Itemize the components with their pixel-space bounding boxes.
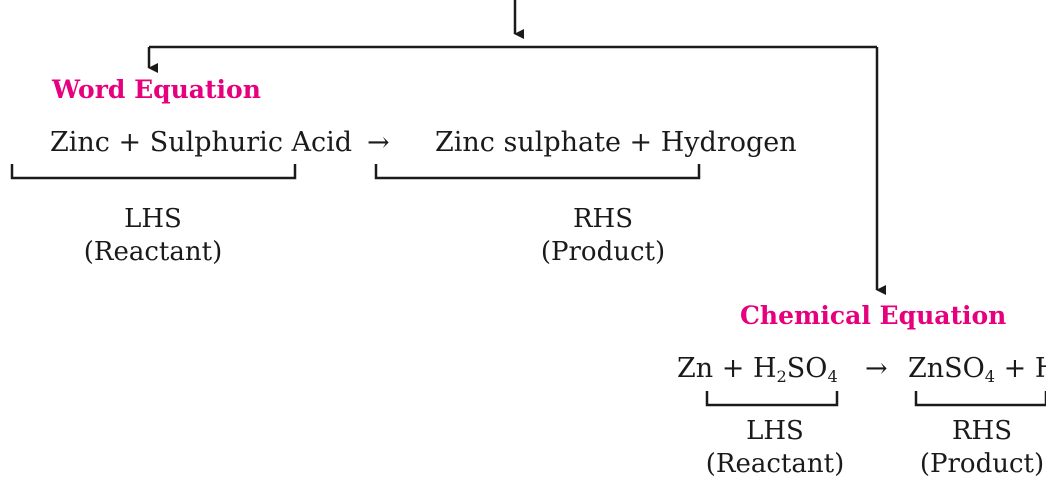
chem-rhs-bracket	[916, 391, 1046, 405]
chem-h2-subscript: 2	[776, 367, 786, 386]
chem-znso: ZnSO	[908, 353, 985, 384]
chem-znso4-subscript: 4	[985, 367, 995, 386]
word-rhs-sub: (Product)	[541, 236, 665, 269]
word-rhs-label: RHS	[541, 203, 665, 236]
word-lhs-label: LHS	[84, 203, 222, 236]
chem-lhs-formula: Zn + H2SO4	[677, 355, 838, 382]
word-lhs-bracket	[12, 164, 295, 178]
chem-lhs-sub: (Reactant)	[706, 448, 844, 480]
chem-lhs-label: LHS	[706, 415, 844, 448]
chem-plus-h: + H	[995, 353, 1046, 384]
chem-zn-plus-h: Zn + H	[677, 353, 776, 384]
chemical-equation-heading: Chemical Equation	[740, 303, 1006, 328]
chem-rhs-sub: (Product)	[920, 448, 1044, 480]
word-rhs-text: Zinc sulphate + Hydrogen	[435, 129, 797, 156]
chem-arrow: →	[865, 355, 888, 382]
word-arrow: →	[367, 129, 390, 156]
chem-rhs-label: RHS	[920, 415, 1044, 448]
chem-lhs-bracket	[707, 391, 837, 405]
word-lhs-sub: (Reactant)	[84, 236, 222, 269]
word-equation-heading: Word Equation	[52, 77, 261, 102]
word-rhs-bracket	[376, 164, 699, 178]
chem-rhs-formula: ZnSO4 + H2	[908, 355, 1046, 382]
word-lhs-text: Zinc + Sulphuric Acid	[50, 129, 352, 156]
chem-so: SO	[787, 353, 828, 384]
chem-so4-subscript: 4	[827, 367, 837, 386]
